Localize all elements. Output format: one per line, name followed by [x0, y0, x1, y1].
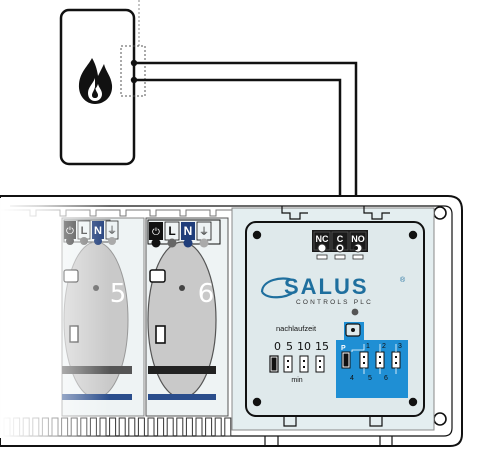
mounting-hole-top: [433, 206, 447, 220]
overrun-option-5: 5: [286, 340, 293, 353]
zone-6-details: [149, 269, 185, 344]
salus-logo-swoosh: [260, 277, 295, 299]
overrun-option-0: 0: [274, 340, 281, 353]
comb-tooth: [205, 417, 213, 437]
overrun-jumper-pins: [269, 355, 325, 373]
comb-tooth: [157, 417, 165, 437]
overrun-unit: min: [291, 377, 302, 384]
overrun-option-15: 15: [315, 340, 329, 353]
zone6-pin-l: L: [168, 224, 175, 238]
wire-to-c: [134, 78, 342, 244]
comb-tooth: [137, 417, 145, 437]
comb-tooth: [224, 417, 232, 437]
comb-tooth: [128, 417, 136, 437]
wire-to-no: [134, 61, 358, 244]
jumper-num-3: 3: [398, 343, 402, 350]
brand-name: SALUS: [284, 274, 369, 299]
zone-5-number: 5: [110, 279, 127, 309]
zone-6-pins: [149, 221, 212, 248]
comb-tooth: [176, 417, 184, 437]
jumper-block: [336, 322, 408, 398]
jumper-p-label: P: [341, 345, 346, 352]
terminal-no-label: NO: [351, 234, 365, 244]
mounting-hole-bottom: [433, 412, 447, 426]
wire-end-c: [338, 246, 342, 250]
comb-tooth: [195, 417, 203, 437]
comb-tooth: [214, 417, 222, 437]
wire-end-no: [354, 246, 358, 250]
terminal-c-label: C: [337, 234, 344, 244]
comb-tooth: [109, 417, 117, 437]
comb-tooth: [185, 417, 193, 437]
jumper-num-2: 2: [382, 343, 386, 350]
jumper-num-4: 4: [350, 375, 354, 382]
jumper-num-5: 5: [368, 375, 372, 382]
zone5-pin-earth: ⏚: [107, 225, 117, 237]
overrun-option-10: 10: [297, 340, 311, 353]
status-led: [351, 308, 359, 316]
zone-6-number: 6: [198, 279, 215, 309]
flame-icon: [78, 58, 113, 104]
comb-tooth: [166, 417, 174, 437]
brand-registered: ®: [400, 276, 406, 284]
jumper-num-6: 6: [384, 375, 388, 382]
overrun-title: nachlaufzeit: [276, 324, 317, 333]
relay-terminal-block: [312, 230, 368, 260]
left-fade-overlay: [0, 198, 110, 438]
boiler-terminal-outline: [120, 45, 146, 97]
brand-subtitle: CONTROLS PLC: [296, 299, 373, 306]
terminal-nc-label: NC: [316, 234, 329, 244]
zone6-pin-earth: ⏚: [199, 226, 209, 238]
comb-tooth: [147, 417, 155, 437]
zone-module-6: [145, 217, 229, 417]
comb-tooth: [118, 417, 126, 437]
jumper-num-1: 1: [366, 343, 370, 350]
zone6-pin-power: ⏻: [152, 227, 160, 238]
zone6-pin-n: N: [184, 224, 193, 238]
